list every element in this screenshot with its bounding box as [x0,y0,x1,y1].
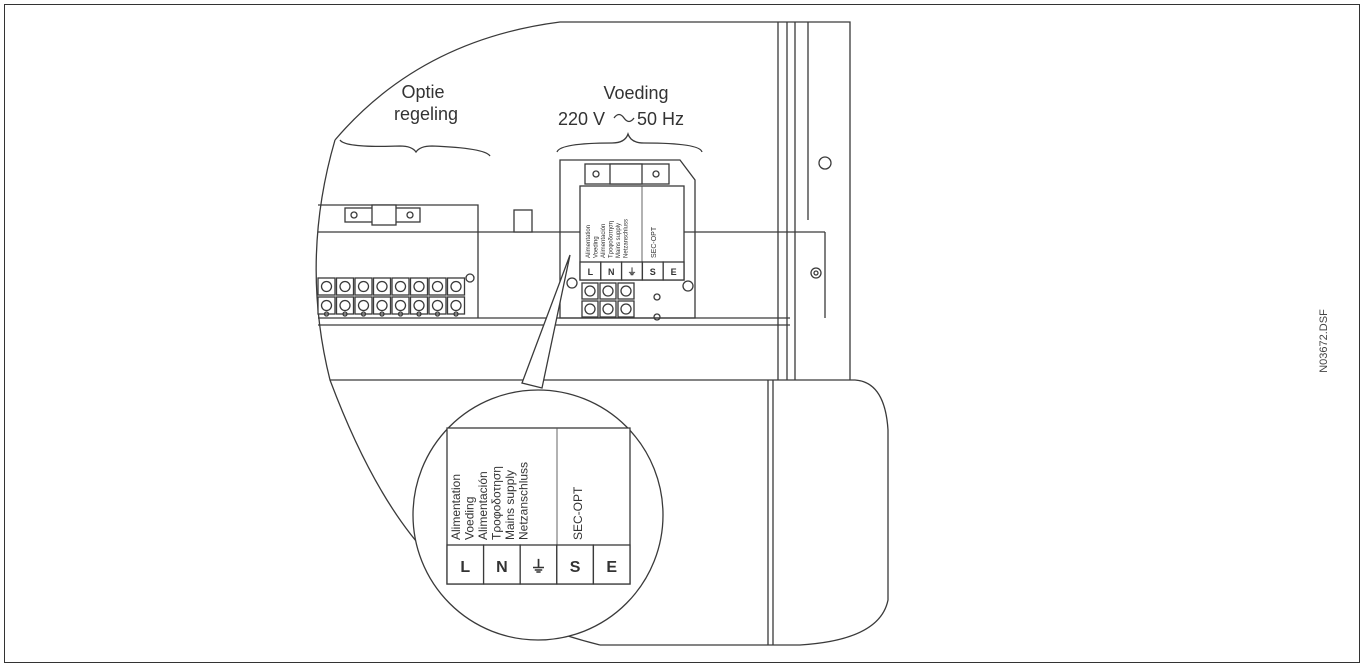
lower-cover [330,379,889,646]
option-screw-terminal [391,296,410,315]
supply-title: Voeding [603,83,668,103]
option-screw-terminal [428,277,447,296]
supply-voltage: 220 V [558,109,605,129]
magnified-supply-label: Netzanschluss [517,462,531,540]
option-screw-terminal [354,277,373,296]
screw-head [376,280,388,293]
screw-head [602,285,614,297]
screw-head [584,303,596,315]
side-rails [777,22,832,380]
option-screw-terminal [335,277,355,296]
module-supply-label: Alimentation [586,225,592,258]
option-screw-terminal [446,277,466,296]
magnified-option-label: SEC-OPT [571,486,585,540]
supply-screw-terminal [599,300,617,318]
option-screw-terminal [409,296,429,315]
screw-head [413,299,425,312]
magnified-terminal-0: L [460,559,470,576]
terminal-pin [434,311,441,317]
terminal-pin [379,311,385,317]
option-label-1: Optie [401,82,444,102]
module-supply-label: Netzanschluss [624,219,630,258]
option-module [317,204,479,318]
option-screw-terminal [446,296,466,315]
bracket [513,209,533,233]
option-screw-terminal [335,296,355,315]
option-label-2: regeling [394,104,458,124]
module-terminal-0: L [588,267,594,277]
diagram-frame [4,4,1360,663]
terminal-pin [360,311,367,317]
module-terminal-cell [662,261,685,281]
file-code: N03672.DSF [1318,309,1331,373]
screw-head [339,280,351,293]
callout-pointer [521,254,571,389]
magnified-terminal-4: E [606,559,617,576]
screw-head [320,299,333,312]
magnified-terminal-3: S [570,559,581,576]
magnified-supply-label: Voeding [463,497,477,540]
supply-screw-terminal [581,300,599,318]
terminal-pin [323,311,330,317]
supply-screw-terminal [581,282,599,300]
magnified-terminal-cell [556,544,595,585]
screw-head [394,280,407,293]
option-screw-terminal [372,296,392,315]
magnified-terminal-cell [592,544,631,585]
terminal-pin [342,311,348,317]
screw-head [413,280,425,293]
screw-head [431,299,444,312]
brace-option [339,139,491,157]
supply-screw-terminal [617,300,635,318]
magnified-terminal-2: ⏚ [530,558,546,576]
supply-frequency: 50 Hz [637,109,684,129]
option-screw-terminal [317,296,336,315]
magnified-terminal-1: N [496,559,508,576]
module-supply-label: Mains supply [616,223,622,258]
module-supply-label: Τροφοδοτηση [609,221,615,258]
option-screw-terminal [372,277,392,296]
screw-head [450,280,462,293]
screw-head [450,299,462,312]
supply-screw-terminal [617,282,635,300]
module-terminal-2: ⏚ [627,267,636,277]
screw-head [431,280,444,293]
terminal-pin [416,311,422,317]
screw-head [357,280,370,293]
option-screw-terminal [317,277,336,296]
terminal-pin [397,311,404,317]
option-screw-terminal [391,277,410,296]
supply-screw-terminal [599,282,617,300]
screw-head [357,299,370,312]
screw-head [602,303,614,315]
magnified-supply-label: Τροφοδοτηση [490,466,504,540]
magnified-supply-label: Mains supply [503,470,517,540]
screw-head [584,285,596,297]
option-screw-terminal [354,296,373,315]
module-supply-label: Voeding [594,236,600,258]
module-terminal-1: N [608,267,615,277]
ac-symbol [613,113,635,123]
module-terminal-3: S [650,267,656,277]
screw-head [339,299,351,312]
screw-head [376,299,388,312]
screw-head [320,280,333,293]
screw-head [620,303,632,315]
magnified-supply-label: Alimentation [449,474,463,540]
screw-head [394,299,407,312]
module-option-label: SEC-OPT [651,226,658,258]
screw-head [620,285,632,297]
module-supply-label: Alimentación [601,224,607,258]
brace-supply [556,131,703,153]
magnified-supply-label: Alimentación [476,471,490,540]
terminal-pin [453,311,459,317]
option-screw-terminal [428,296,447,315]
module-terminal-4: E [671,267,677,277]
option-screw-terminal [409,277,429,296]
